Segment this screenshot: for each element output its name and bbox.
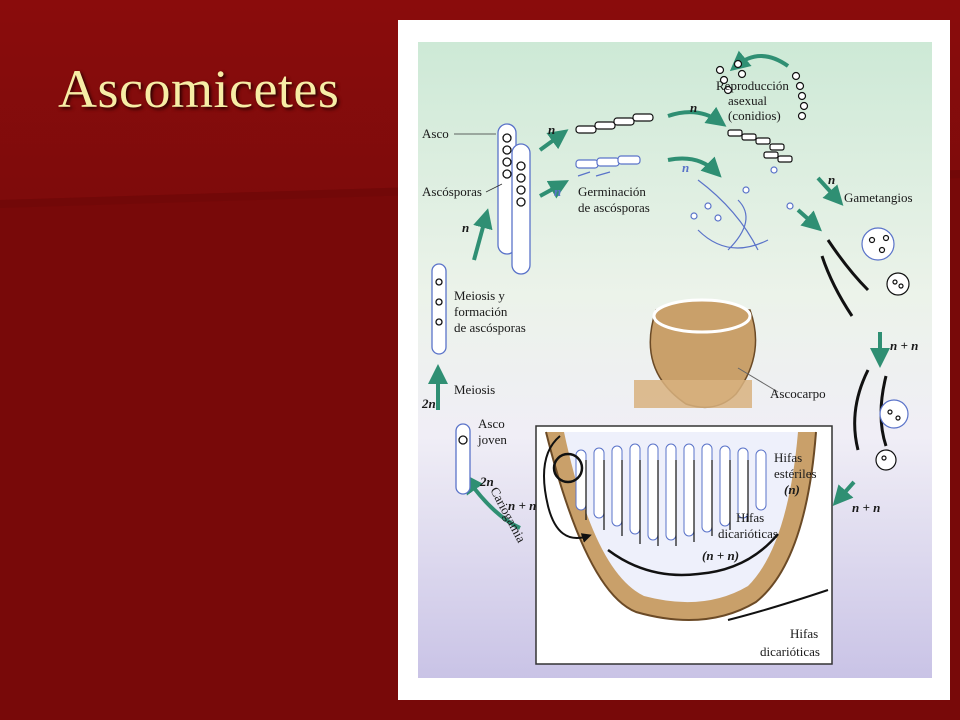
hypha-n-top [575, 113, 654, 134]
arrow-karyogamy [463, 473, 521, 530]
label-asco: Asco [422, 126, 449, 141]
conidiophores [715, 59, 809, 163]
label-meiosis-formacion-1: Meiosis y [454, 288, 505, 303]
ascus-meiosis [431, 263, 447, 355]
ploidy-2n-1: 2n [421, 396, 436, 411]
ploidy-n-5: n [828, 172, 835, 187]
label-meiosis: Meiosis [454, 382, 495, 397]
life-cycle-figure: Asco Ascósporas Germinación de ascóspora… [398, 20, 950, 700]
ascus-young [455, 423, 471, 495]
label-reproduccion-2: asexual [728, 93, 767, 108]
label-germinacion-1: Germinación [578, 184, 646, 199]
arrow-to-ascocarp [832, 480, 856, 506]
label-ascocarpo: Ascocarpo [770, 386, 826, 401]
label-hifas-esteriles-1: Hifas [774, 450, 802, 465]
arrow-to-gametangia-1 [816, 176, 844, 206]
ploidy-n-4: n [682, 160, 689, 175]
ascocarp-cup [634, 298, 757, 409]
ploidy-n-2: n [554, 184, 561, 199]
label-hifas-esteriles-3: (n) [784, 482, 800, 497]
ascocarp-leader [737, 367, 779, 393]
label-asco-joven-1: Asco [478, 416, 505, 431]
label-hifas-dicarioticas-b-1: Hifas [790, 626, 818, 641]
ploidy-n-1: n [548, 122, 555, 137]
arrow-to-asexual [667, 106, 727, 127]
dikaryotic-stage [853, 369, 909, 471]
label-meiosis-formacion-3: de ascósporas [454, 320, 526, 335]
ascocarp-section-inset [535, 425, 833, 665]
arrow-to-gametangia-2 [796, 208, 822, 232]
arrow-ascus-maturation [472, 208, 493, 261]
hypha-germinating [575, 155, 641, 177]
label-hifas-dicarioticas-b-2: dicarióticas [760, 644, 820, 659]
highlight-circle [552, 452, 584, 484]
ploidy-n-plus-n-3: n + n [508, 498, 536, 513]
label-ascosporas: Ascósporas [422, 184, 482, 199]
label-hifas-dicarioticas-a-2: dicarióticas [718, 526, 778, 541]
label-meiosis-formacion-2: formación [454, 304, 508, 319]
arrow-germination [667, 156, 722, 178]
ploidy-n-plus-n-2: n + n [852, 500, 880, 515]
gametangia [820, 227, 910, 317]
label-asco-joven-2: joven [477, 432, 507, 447]
ploidy-n-3: n [690, 100, 697, 115]
label-hifas-esteriles-2: estériles [774, 466, 817, 481]
label-reproduccion-1: Reproducción [716, 78, 789, 93]
slide-title: Ascomicetes [58, 59, 340, 119]
label-germinacion-2: de ascósporas [578, 200, 650, 215]
ascus-mature [497, 123, 531, 275]
ploidy-labels: n n n n n n n + n n + n n + n 2n 2n [421, 100, 918, 515]
label-hifas-dicarioticas-a-3: (n + n) [702, 548, 739, 563]
ploidy-n-6: n [462, 220, 469, 235]
labels: Asco Ascósporas Germinación de ascóspora… [422, 78, 913, 659]
label-gametangios: Gametangios [844, 190, 913, 205]
arrow-ascospores-to-germination [539, 180, 570, 199]
arrow-asco-to-hyphae [538, 129, 569, 152]
germinating-mycelium [690, 166, 794, 251]
label-reproduccion-3: (conidios) [728, 108, 781, 123]
label-hifas-dicarioticas-a-1: Hifas [736, 510, 764, 525]
ploidy-n-plus-n-1: n + n [890, 338, 918, 353]
ploidy-2n-2: 2n [479, 474, 494, 489]
